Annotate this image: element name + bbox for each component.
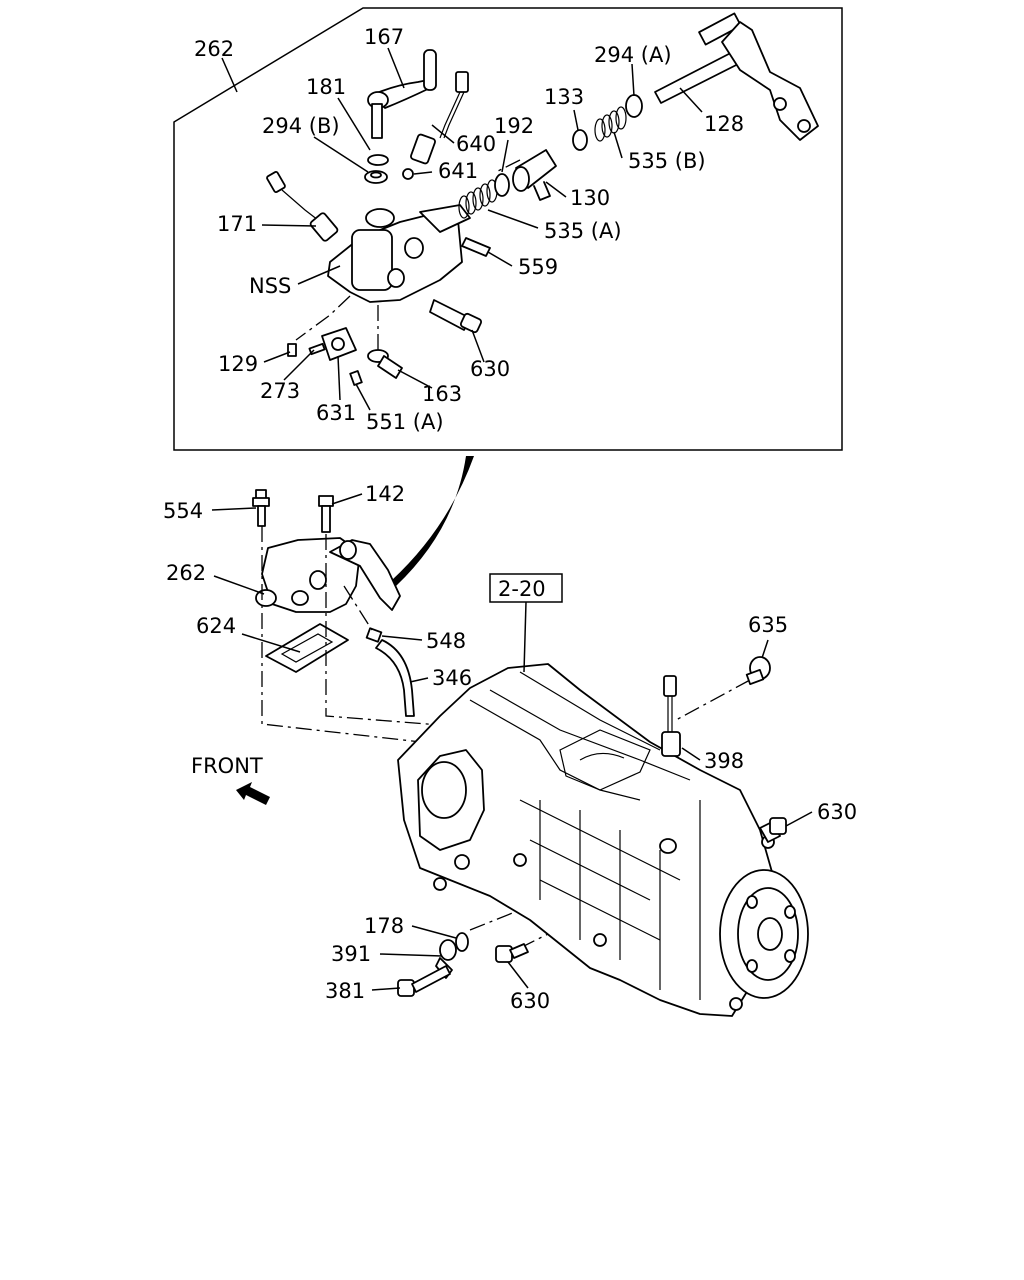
part-spring-535b [594,106,627,142]
callout-178: 178 [364,914,404,938]
callout-262: 262 [194,37,234,61]
callout-624: 624 [196,614,236,638]
callout-631: 631 [316,401,356,425]
part-washer-192 [494,173,510,197]
callout-133: 133 [544,85,584,109]
callout-554: 554 [163,499,203,523]
assembly-line [469,909,521,931]
callout-535a: 535 (A) [544,219,622,243]
assembly-line [675,679,751,721]
part-bolt-630-right [759,817,787,843]
callout-163: 163 [422,382,462,406]
part-shift-housing [327,204,471,303]
part-sensor-398 [661,675,681,757]
callout-630-inset: 630 [470,357,510,381]
callout-181: 181 [306,75,346,99]
part-clip [365,627,383,643]
callout-262-lower: 262 [166,561,206,585]
callout-630-right: 630 [817,800,857,824]
part-sensor-171 [266,171,339,242]
callout-635: 635 [748,613,788,637]
part-pin-551a [349,370,363,386]
callout-273: 273 [260,379,300,403]
callout-128: 128 [704,112,744,136]
callout-142: 142 [365,482,405,506]
callout-346: 346 [432,666,472,690]
part-ball [402,168,414,180]
callout-167: 167 [364,25,404,49]
part-shift-housing-assembled [255,537,401,613]
callout-171: 171 [217,212,257,236]
callout-641: 641 [438,159,478,183]
part-sensor-640 [410,71,469,165]
callout-nss: NSS [249,274,291,298]
callout-129: 129 [218,352,258,376]
part-transmission [397,663,809,1017]
part-shift-lever [367,49,437,139]
callout-130: 130 [570,186,610,210]
assembly-line [343,585,373,631]
part-plug-635 [745,656,771,685]
callout-551a: 551 (A) [366,410,444,434]
part-lever-163 [367,349,403,379]
front-label: FRONT [191,754,263,778]
part-bolt-381 [397,965,451,997]
part-bolt-630 [429,299,483,334]
callout-548: 548 [426,629,466,653]
front-arrow-icon [236,782,270,805]
callout-391: 391 [331,942,371,966]
part-pin-559 [461,237,491,257]
leader-lines-inset [221,47,703,411]
detail-connector [392,456,474,586]
part-pin-129 [287,343,297,357]
assembly-line [295,295,351,341]
callout-640: 640 [456,132,496,156]
part-collar-130 [512,149,557,201]
part-washer-133 [572,129,588,151]
part-bolt-630-bottom [495,943,529,963]
callout-192: 192 [494,114,534,138]
part-plate-631 [321,327,357,361]
callout-630-bottom: 630 [510,989,550,1013]
callout-398: 398 [704,749,744,773]
part-bolt-142 [318,495,334,533]
callout-381: 381 [325,979,365,1003]
part-washer-294a [625,94,643,118]
callout-294a: 294 (A) [594,43,672,67]
callout-2-20: 2-20 [498,577,546,601]
leader-lines-lower [211,493,813,991]
part-gasket [265,623,349,673]
callout-559: 559 [518,255,558,279]
part-washers [364,154,389,184]
part-o-ring [455,932,469,952]
part-hose [375,639,415,717]
callout-535b: 535 (B) [628,149,706,173]
callout-294b: 294 (B) [262,114,340,138]
assembly-line [495,159,521,173]
detail-box [173,7,843,451]
